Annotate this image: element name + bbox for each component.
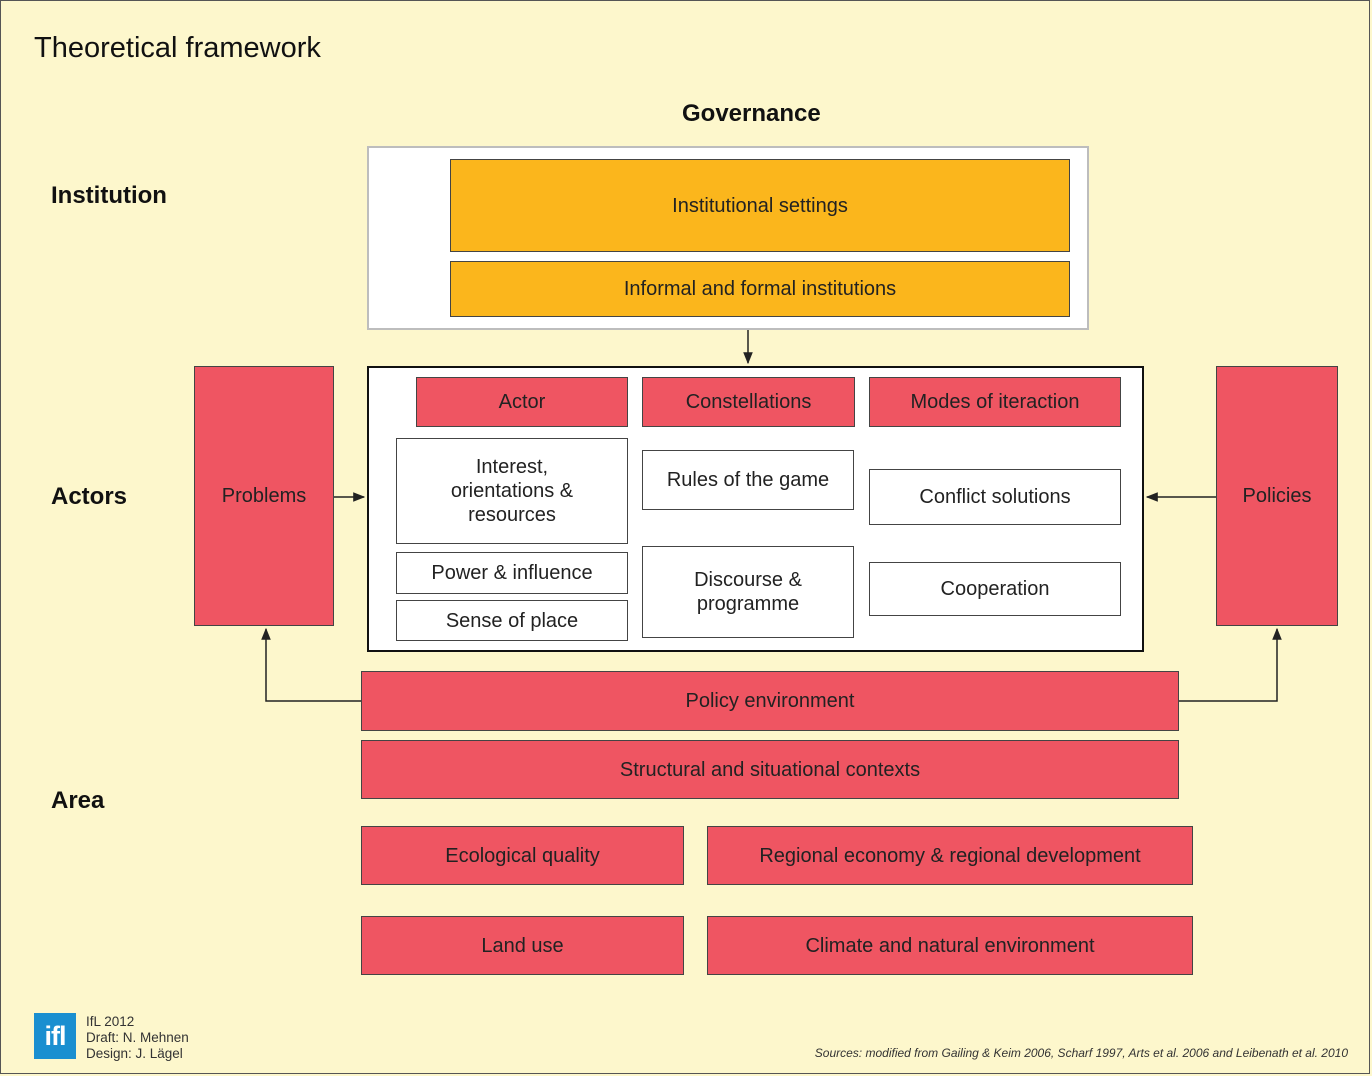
problems-box: Problems [194, 366, 334, 626]
heading-governance: Governance [682, 100, 821, 127]
conflict-solutions-box: Conflict solutions [869, 469, 1121, 525]
footer-year: IfL 2012 [86, 1014, 135, 1029]
policy-env-to-policies-arrow [1179, 627, 1282, 702]
policy-environment-box: Policy environment [361, 671, 1179, 731]
land-use-box: Land use [361, 916, 684, 975]
discourse-programme-box: Discourse & programme [642, 546, 854, 638]
page-title: Theoretical framework [34, 32, 321, 64]
rules-of-the-game-box: Rules of the game [642, 450, 854, 510]
ecological-quality-box: Ecological quality [361, 826, 684, 885]
footer-sources: Sources: modified from Gailing & Keim 20… [814, 1046, 1348, 1060]
policy-env-to-problems-arrow [261, 627, 361, 702]
footer-credits: IfL 2012 Draft: N. Mehnen Design: J. Läg… [86, 1014, 189, 1062]
policies-box: Policies [1216, 366, 1338, 626]
ifl-logo-text: ifl [44, 1020, 67, 1051]
sense-of-place-box: Sense of place [396, 600, 628, 641]
structural-contexts-box: Structural and situational contexts [361, 740, 1179, 799]
constellations-header: Constellations [642, 377, 855, 427]
ifl-logo: ifl [34, 1013, 76, 1059]
interest-box: Interest, orientations & resources [396, 438, 628, 544]
cooperation-box: Cooperation [869, 562, 1121, 616]
modes-of-iteraction-header: Modes of iteraction [869, 377, 1121, 427]
institutional-settings-box: Institutional settings [450, 159, 1070, 252]
footer-draft: Draft: N. Mehnen [86, 1029, 189, 1045]
heading-actors: Actors [51, 483, 128, 510]
power-influence-box: Power & influence [396, 552, 628, 594]
heading-institution: Institution [51, 182, 167, 209]
climate-environment-box: Climate and natural environment [707, 916, 1193, 975]
heading-area: Area [51, 787, 105, 814]
informal-formal-institutions-box: Informal and formal institutions [450, 261, 1070, 317]
regional-economy-box: Regional economy & regional development [707, 826, 1193, 885]
footer-design: Design: J. Lägel [86, 1045, 183, 1061]
actor-header: Actor [416, 377, 628, 427]
